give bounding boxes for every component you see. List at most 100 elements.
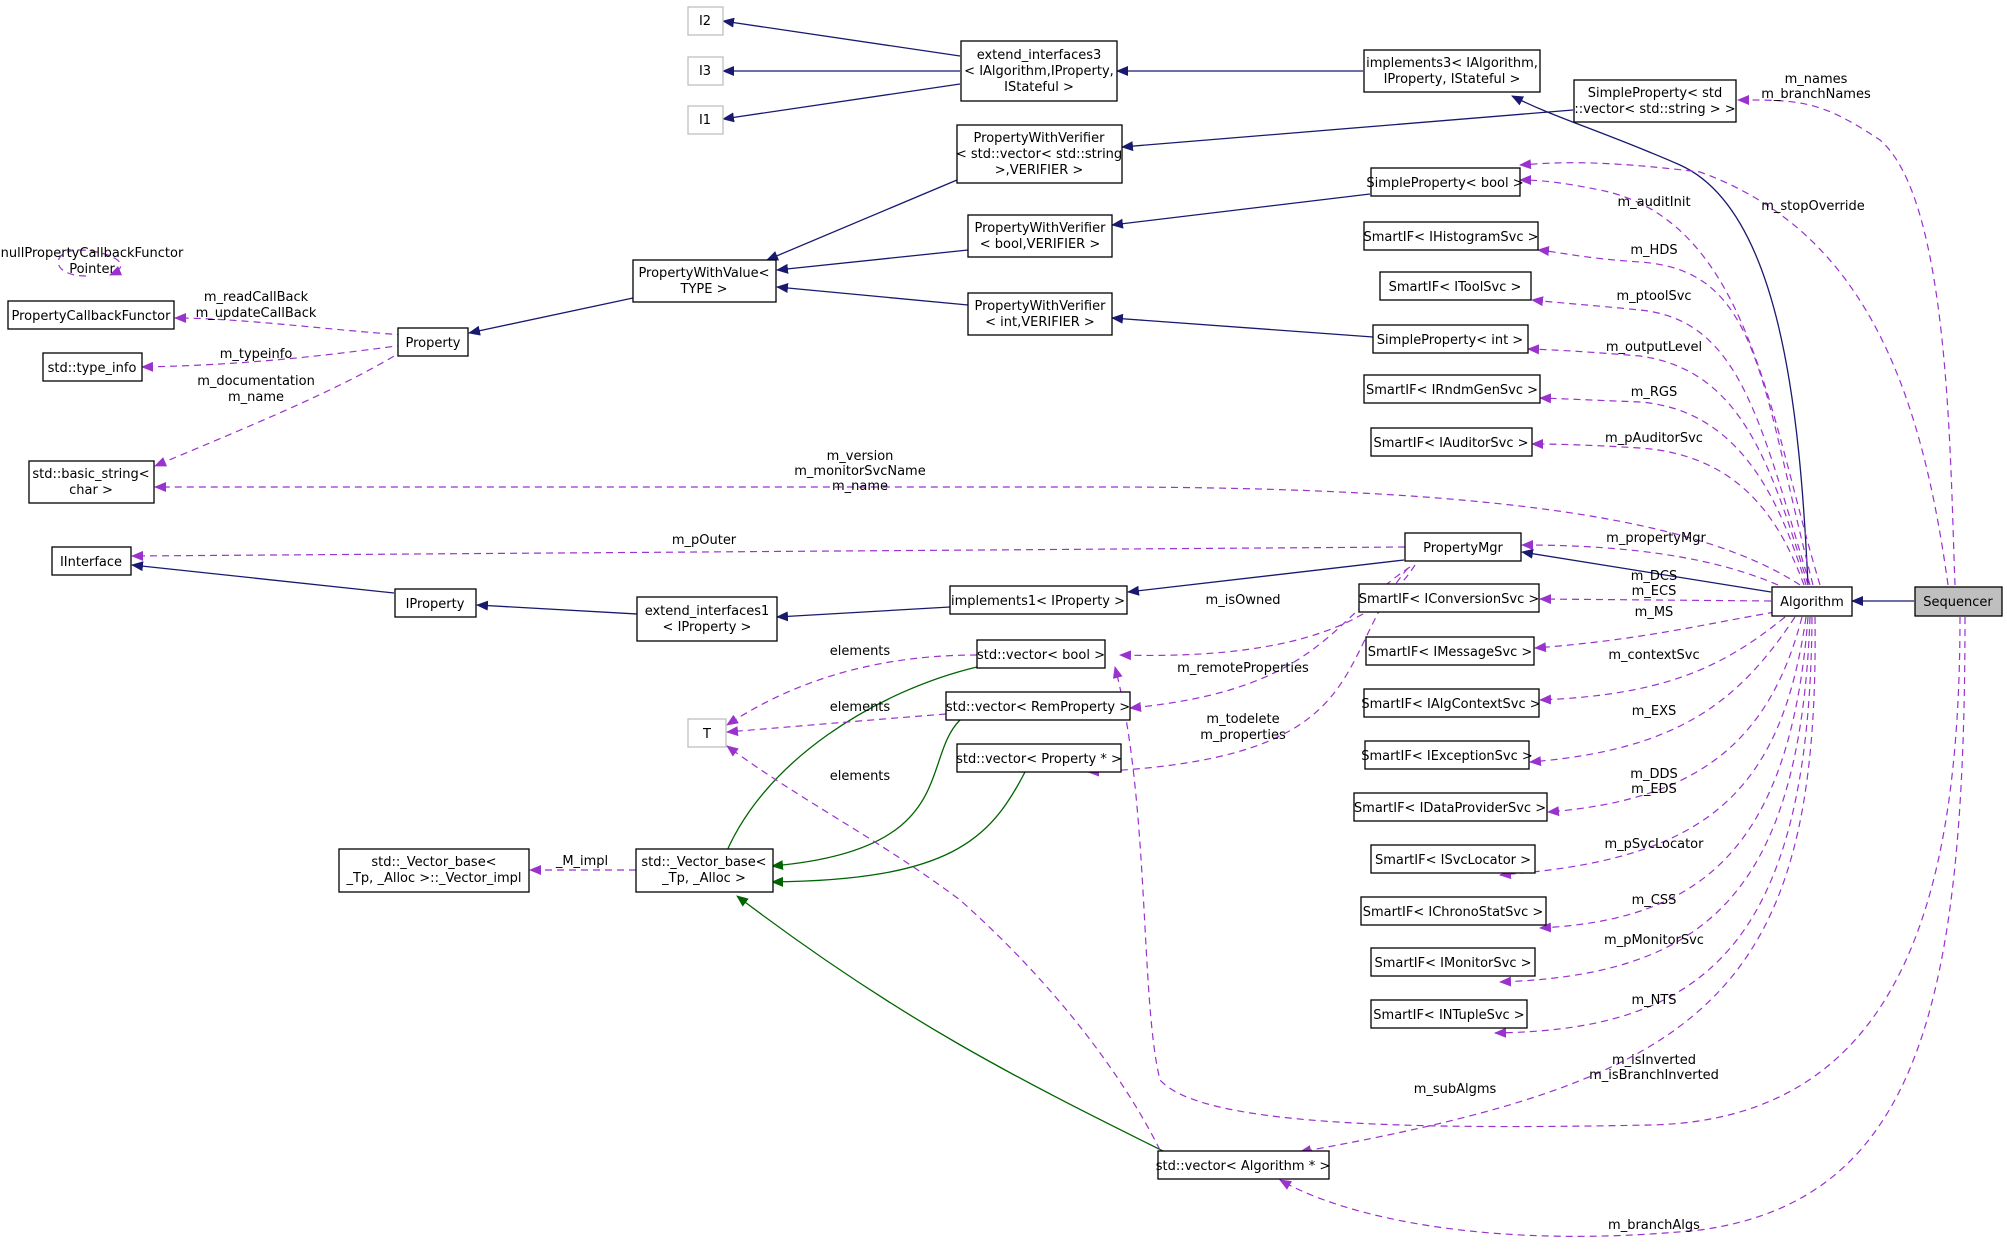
label-pouter: m_pOuter <box>672 533 737 548</box>
node-extend-interfaces1[interactable]: extend_interfaces1 < IProperty > <box>636 596 778 642</box>
svg-text:PropertyWithVerifier: PropertyWithVerifier <box>975 221 1107 236</box>
svg-text:extend_interfaces1: extend_interfaces1 <box>645 604 770 619</box>
node-vector-base[interactable]: std::_Vector_base< _Tp, _Alloc > <box>635 848 774 893</box>
label-stopoverride: m_stopOverride <box>1761 199 1865 214</box>
label-m-impl: _M_impl <box>555 854 608 869</box>
node-smartif-rndmgensvc[interactable]: SmartIF< IRndmGenSvc > <box>1363 374 1541 404</box>
node-implements3[interactable]: implements3< IAlgorithm, IProperty, ISta… <box>1363 49 1541 93</box>
edge-algorithm-siconv <box>1539 594 1772 605</box>
edge-algorithm-propmgr <box>1521 548 1772 593</box>
edge-sequencer-spbool <box>1519 159 1949 586</box>
node-smartif-monitorsvc[interactable]: SmartIF< IMonitorSvc > <box>1370 947 1536 977</box>
node-smartif-dataprovidersvc[interactable]: SmartIF< IDataProviderSvc > <box>1353 792 1548 822</box>
label-ptoolsvc: m_ptoolSvc <box>1616 289 1691 304</box>
svg-text:std::type_info: std::type_info <box>48 361 137 376</box>
usage-edges <box>57 95 1966 1237</box>
node-simpleproperty-bool[interactable]: SimpleProperty< bool > <box>1366 167 1524 197</box>
svg-text:extend_interfaces3: extend_interfaces3 <box>977 48 1102 63</box>
node-simpleproperty-int[interactable]: SimpleProperty< int > <box>1372 324 1529 354</box>
node-simpleproperty-vector-string[interactable]: SimpleProperty< std ::vector< std::strin… <box>1573 79 1737 123</box>
svg-text:SmartIF< IToolSvc >: SmartIF< IToolSvc > <box>1389 280 1522 295</box>
edge-algorithm-propmgr-usage <box>1521 540 1779 586</box>
label-elements-3: elements <box>830 769 891 784</box>
edge-algorithm-sialgctx <box>1539 616 1786 705</box>
node-iinterface[interactable]: IInterface <box>51 546 132 576</box>
node-property[interactable]: Property <box>397 327 469 357</box>
node-vector-algorithm[interactable]: std::vector< Algorithm * > <box>1156 1150 1330 1180</box>
label-subalgms: m_subAlgms <box>1414 1082 1497 1097</box>
svg-text:TYPE >: TYPE > <box>680 282 728 297</box>
edge-propmgr-vecrem <box>1129 566 1411 712</box>
svg-text:nullPropertyCallbackFunctor: nullPropertyCallbackFunctor <box>1 246 184 261</box>
edge-pwvvec-pwvalue <box>766 179 958 261</box>
inheritance-edges <box>131 17 1914 622</box>
node-type-info[interactable]: std::type_info <box>42 352 143 382</box>
label-isbranchinverted: m_isBranchInverted <box>1589 1068 1719 1083</box>
edge-property-pcf <box>174 313 405 336</box>
svg-text:std::_Vector_base<: std::_Vector_base< <box>371 855 496 870</box>
svg-text:< bool,VERIFIER >: < bool,VERIFIER > <box>980 237 1101 252</box>
edge-algorithm-sichrono <box>1539 616 1809 933</box>
edge-algorithm-sisvcloc <box>1499 616 1807 880</box>
svg-text:Sequencer: Sequencer <box>1923 595 1993 610</box>
node-I2[interactable]: I2 <box>687 6 724 36</box>
edge-iproperty-iinterface <box>131 561 395 594</box>
node-smartif-chronostatsvc[interactable]: SmartIF< IChronoStatSvc > <box>1360 896 1547 926</box>
node-extend-interfaces3[interactable]: extend_interfaces3 < IAlgorithm,IPropert… <box>960 40 1118 102</box>
node-vector-remproperty[interactable]: std::vector< RemProperty > <box>945 691 1131 721</box>
edge-algorithm-impl3 <box>1511 95 1809 586</box>
edge-algorithm-sidataprov <box>1547 616 1803 817</box>
svg-text:_Tp, _Alloc >::_Vector_impl: _Tp, _Alloc >::_Vector_impl <box>345 871 521 886</box>
node-propertywithverifier-vector-string[interactable]: PropertyWithVerifier < std::vector< std:… <box>956 124 1123 184</box>
node-smartif-svclocator[interactable]: SmartIF< ISvcLocator > <box>1370 844 1536 874</box>
node-propertywithvalue[interactable]: PropertyWithValue< TYPE > <box>632 259 777 303</box>
svg-text:::vector< std::string > >: ::vector< std::string > > <box>1574 102 1735 117</box>
node-propertymgr[interactable]: PropertyMgr <box>1404 532 1522 562</box>
node-smartif-ntuplesvc[interactable]: SmartIF< INTupleSvc > <box>1370 999 1528 1029</box>
label-updatecallback: m_updateCallBack <box>196 306 317 321</box>
node-vector-bool[interactable]: std::vector< bool > <box>976 639 1106 669</box>
node-property-callback-functor[interactable]: PropertyCallbackFunctor <box>7 300 175 330</box>
node-basic-string[interactable]: std::basic_string< char > <box>28 460 155 504</box>
node-smartif-exceptionsvc[interactable]: SmartIF< IExceptionSvc > <box>1361 740 1533 770</box>
node-T[interactable]: T <box>687 718 727 748</box>
node-implements1[interactable]: implements1< IProperty > <box>949 585 1128 615</box>
label-documentation: m_documentation <box>197 374 315 389</box>
edge-ext3-I2 <box>722 17 961 57</box>
node-I3[interactable]: I3 <box>687 56 724 86</box>
node-null-property-callback-functor-pointer[interactable]: nullPropertyCallbackFunctor Pointer <box>1 246 184 277</box>
edge-impl1-ext1 <box>776 606 951 622</box>
svg-text:SmartIF< IRndmGenSvc >: SmartIF< IRndmGenSvc > <box>1366 383 1538 398</box>
node-propertywithverifier-int[interactable]: PropertyWithVerifier < int,VERIFIER > <box>967 292 1113 336</box>
node-smartif-algcontextsvc[interactable]: SmartIF< IAlgContextSvc > <box>1361 688 1541 718</box>
node-smartif-histogramsvc[interactable]: SmartIF< IHistogramSvc > <box>1363 221 1539 251</box>
nodes: I2 I3 I1 extend_interfaces3 < IAlgorithm… <box>1 6 2003 1180</box>
node-algorithm[interactable]: Algorithm <box>1771 586 1853 617</box>
svg-text:IStateful >: IStateful > <box>1004 80 1074 95</box>
svg-text:std::vector< Property * >: std::vector< Property * > <box>956 752 1122 767</box>
node-sequencer[interactable]: Sequencer <box>1914 586 2003 617</box>
node-smartif-toolsvc[interactable]: SmartIF< IToolSvc > <box>1379 271 1532 301</box>
edge-property-typeinfo <box>141 344 405 372</box>
node-smartif-auditorsvc[interactable]: SmartIF< IAuditorSvc > <box>1370 427 1533 457</box>
edge-vecprop-vectorbase <box>771 771 1026 887</box>
label-css: m_CSS <box>1632 893 1677 908</box>
svg-text:< std::vector< std::string: < std::vector< std::string <box>956 147 1122 162</box>
node-I1[interactable]: I1 <box>687 105 724 135</box>
label-contextsvc: m_contextSvc <box>1608 648 1699 663</box>
label-auditinit: m_auditInit <box>1617 195 1690 210</box>
edge-pwvbool-pwvalue <box>776 249 969 274</box>
node-smartif-messagesvc[interactable]: SmartIF< IMessageSvc > <box>1365 636 1535 666</box>
edge-spvec-pwvvec <box>1121 109 1574 152</box>
node-vector-property[interactable]: std::vector< Property * > <box>956 743 1122 773</box>
edge-algorithm-siexc <box>1529 616 1796 767</box>
svg-text:SmartIF< IAlgContextSvc >: SmartIF< IAlgContextSvc > <box>1361 697 1540 712</box>
node-smartif-conversionsvc[interactable]: SmartIF< IConversionSvc > <box>1358 583 1540 613</box>
edge-pwvalue-property <box>468 297 634 336</box>
node-propertywithverifier-bool[interactable]: PropertyWithVerifier < bool,VERIFIER > <box>967 214 1113 258</box>
node-vector-base-impl[interactable]: std::_Vector_base< _Tp, _Alloc >::_Vecto… <box>338 848 530 893</box>
label-names: m_names <box>1785 72 1848 87</box>
label-dds: m_DDS <box>1630 767 1677 782</box>
node-iproperty[interactable]: IProperty <box>394 588 477 618</box>
edge-algorithm-simonitor <box>1499 616 1811 987</box>
